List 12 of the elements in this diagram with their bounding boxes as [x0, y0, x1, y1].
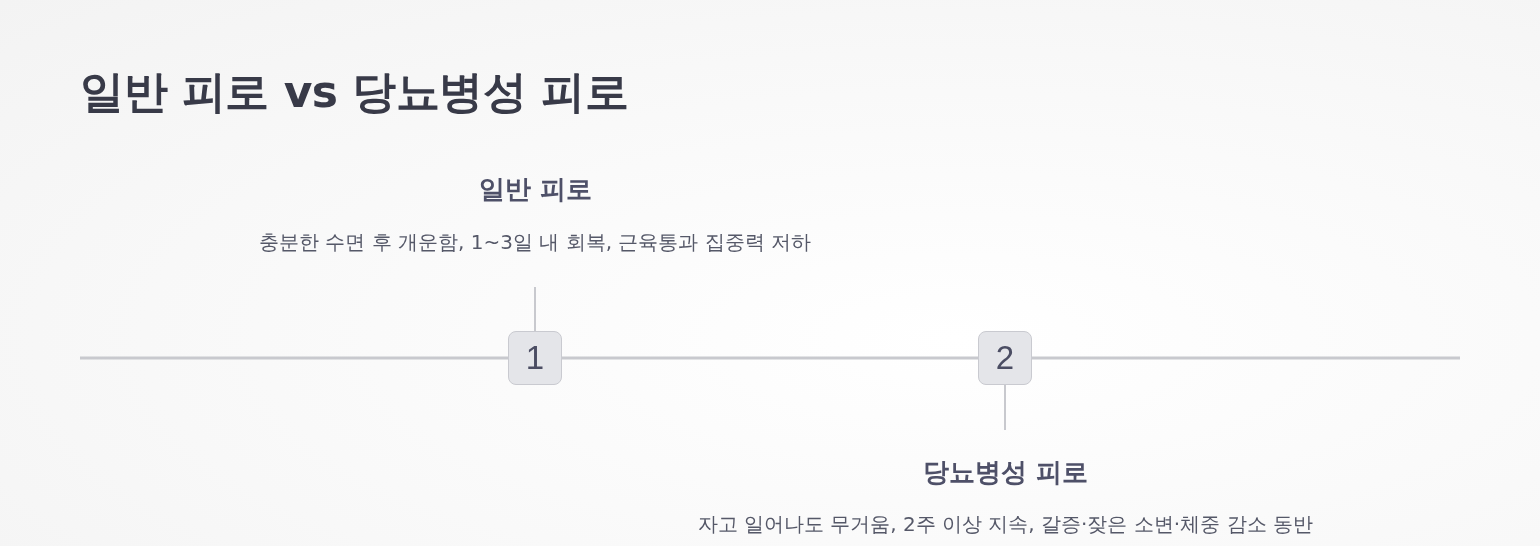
step-marker: 1 [508, 331, 562, 385]
timeline-heading: 당뇨병성 피로 [922, 456, 1088, 488]
timeline-line [80, 356, 508, 360]
timeline-line [1032, 356, 1460, 360]
connector-line [534, 286, 536, 332]
diagram-title: 일반 피로 vs 당뇨병성 피로 [80, 65, 629, 119]
step-marker: 2 [978, 331, 1032, 385]
connector-line [1004, 384, 1006, 431]
timeline-line [562, 356, 978, 360]
timeline-description: 충분한 수면 후 개운함, 1~3일 내 회복, 근육통과 집중력 저하 [259, 229, 812, 256]
timeline-heading: 일반 피로 [478, 173, 592, 205]
timeline-description: 자고 일어나도 무거움, 2주 이상 지속, 갈증·잦은 소변·체중 감소 동반 [697, 511, 1313, 538]
